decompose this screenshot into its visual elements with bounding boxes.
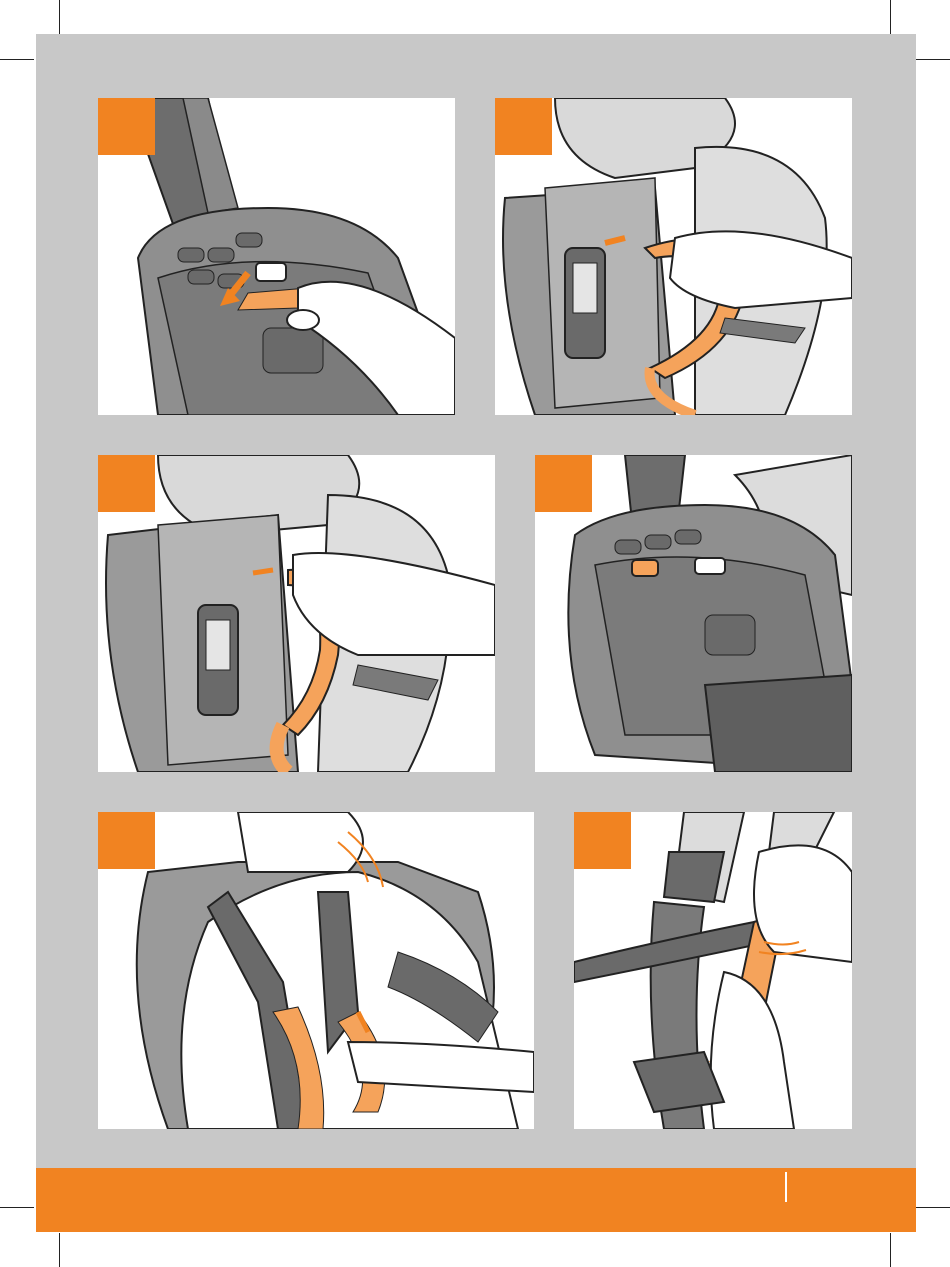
step-badge (574, 812, 631, 869)
crop-mark (0, 59, 34, 60)
crop-mark (916, 59, 950, 60)
step-badge (98, 98, 155, 155)
crop-mark (0, 1207, 34, 1208)
step-panel-3 (98, 455, 495, 772)
crop-mark (916, 1207, 950, 1208)
step-panel-2 (495, 98, 852, 415)
child-in-seat-illustration (98, 812, 534, 1129)
crop-mark (59, 1233, 60, 1267)
footer-bar (36, 1168, 916, 1232)
step-badge (495, 98, 552, 155)
step-panel-6 (574, 812, 852, 1129)
crop-mark (59, 0, 60, 34)
crop-mark (890, 1233, 891, 1267)
step-panel-5 (98, 812, 534, 1129)
step-badge (535, 455, 592, 512)
step-panel-1 (98, 98, 455, 415)
step-badge (98, 812, 155, 869)
step-badge (98, 455, 155, 512)
footer-divider (785, 1172, 787, 1202)
seat-back-thread-illustration (98, 455, 495, 772)
step-panel-4 (535, 455, 852, 772)
crop-mark (890, 0, 891, 34)
